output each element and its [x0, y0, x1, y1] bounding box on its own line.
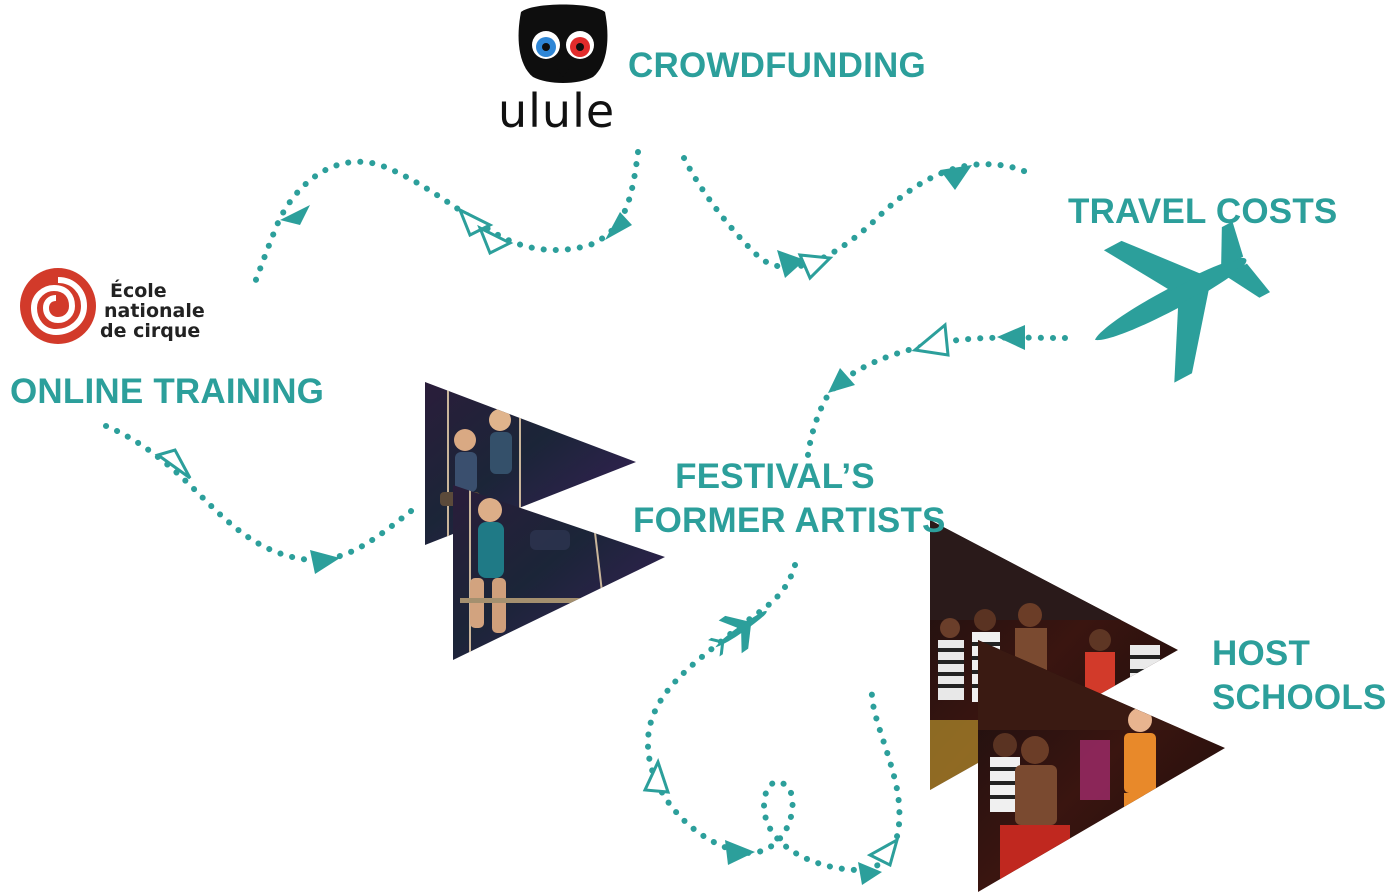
arrowhead	[777, 250, 805, 278]
arrowhead	[154, 448, 192, 480]
ecole-logo-line: nationale	[104, 300, 205, 322]
ecole-logo: École nationale de cirque	[100, 281, 205, 341]
host-schools-label-line: HOST	[1212, 634, 1311, 673]
arrowheads	[154, 165, 1025, 885]
path-travel-to-artists	[805, 334, 1068, 458]
arrowhead	[642, 757, 671, 794]
host-schools-label-line: SCHOOLS	[1212, 678, 1387, 717]
arrowhead	[605, 212, 632, 240]
arrowhead	[858, 862, 882, 885]
arrowhead	[940, 165, 972, 190]
ulule-logo: ulule	[498, 84, 616, 138]
arrowhead	[911, 322, 950, 357]
spiral-icon	[20, 268, 96, 344]
former-artists-label: FESTIVAL’S FORMER ARTISTS	[633, 455, 946, 543]
arrowhead	[725, 840, 755, 865]
former-artists-label-line: FORMER ARTISTS	[633, 501, 946, 540]
path-ulule-to-travel	[681, 155, 1035, 271]
ecole-logo-line: École	[110, 280, 167, 302]
small-airplane-icon	[708, 611, 767, 657]
arrowhead	[477, 224, 514, 256]
path-training-to-photo	[103, 423, 418, 564]
arrowhead	[866, 836, 900, 868]
owl-icon	[518, 4, 608, 83]
arrowhead	[280, 205, 310, 225]
arrowhead	[797, 253, 834, 281]
trapeze-artists-photo	[425, 382, 665, 660]
path-ulule-to-ecole	[249, 149, 641, 293]
arrowhead	[997, 325, 1025, 350]
online-training-label: ONLINE TRAINING	[10, 372, 325, 411]
arrowhead	[828, 368, 855, 393]
crowdfunding-label: CROWDFUNDING	[628, 46, 926, 85]
arrowhead	[310, 550, 340, 574]
travel-costs-label: TRAVEL COSTS	[1068, 192, 1338, 231]
host-schools-label: HOST SCHOOLS	[1212, 632, 1386, 720]
former-artists-label-line: FESTIVAL’S	[675, 457, 875, 496]
airplane-icon	[1094, 221, 1271, 383]
circus-troupe-photo	[930, 520, 1225, 892]
path-artists-to-schools	[644, 562, 903, 874]
ecole-logo-line: de cirque	[100, 320, 201, 342]
